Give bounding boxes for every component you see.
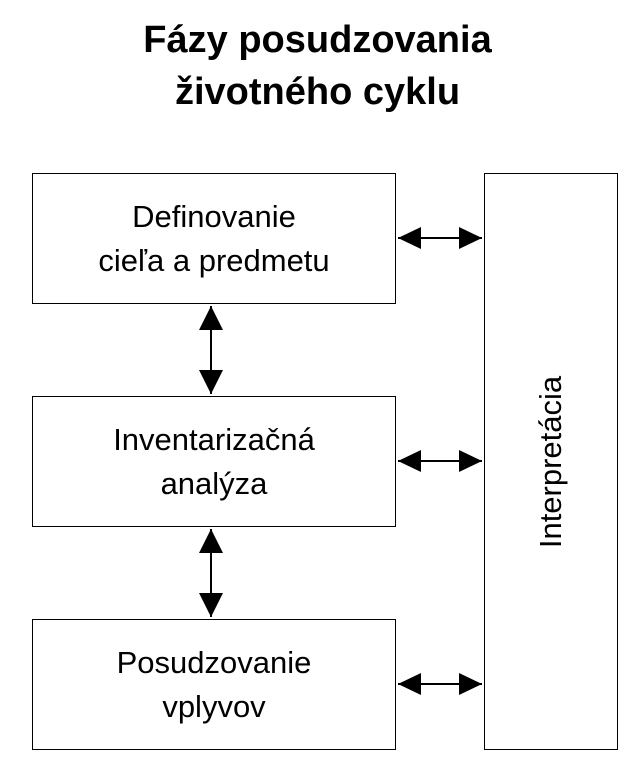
- arrow-goal-to-interpretation: [398, 227, 482, 249]
- arrow-impact-to-interpretation: [398, 673, 482, 695]
- phase-label-line-2: analýza: [160, 465, 268, 501]
- phase-box-interpretation: Interpretácia: [484, 173, 618, 750]
- interpretation-label: Interpretácia: [533, 375, 569, 548]
- phase-box-impact-assessment: Posudzovanie vplyvov: [32, 619, 396, 750]
- phase-label-line-1: Posudzovanie: [116, 644, 312, 680]
- arrow-inventory-to-interpretation: [398, 450, 482, 472]
- title-line-2: životného cyklu: [174, 71, 461, 113]
- phase-box-goal-and-scope: Definovanie cieľa a predmetu: [32, 173, 396, 304]
- diagram-title: Fázy posudzovania životného cyklu: [0, 14, 635, 118]
- phase-label-line-2: cieľa a predmetu: [98, 242, 330, 278]
- title-line-1: Fázy posudzovania: [143, 19, 492, 61]
- arrow-inventory-to-impact: [199, 529, 223, 617]
- arrow-goal-to-inventory: [199, 306, 223, 394]
- phase-label-line-1: Definovanie: [132, 198, 296, 234]
- phase-label-line-1: Inventarizačná: [113, 421, 315, 457]
- phase-label-line-2: vplyvov: [162, 688, 266, 724]
- phase-box-inventory-analysis: Inventarizačná analýza: [32, 396, 396, 527]
